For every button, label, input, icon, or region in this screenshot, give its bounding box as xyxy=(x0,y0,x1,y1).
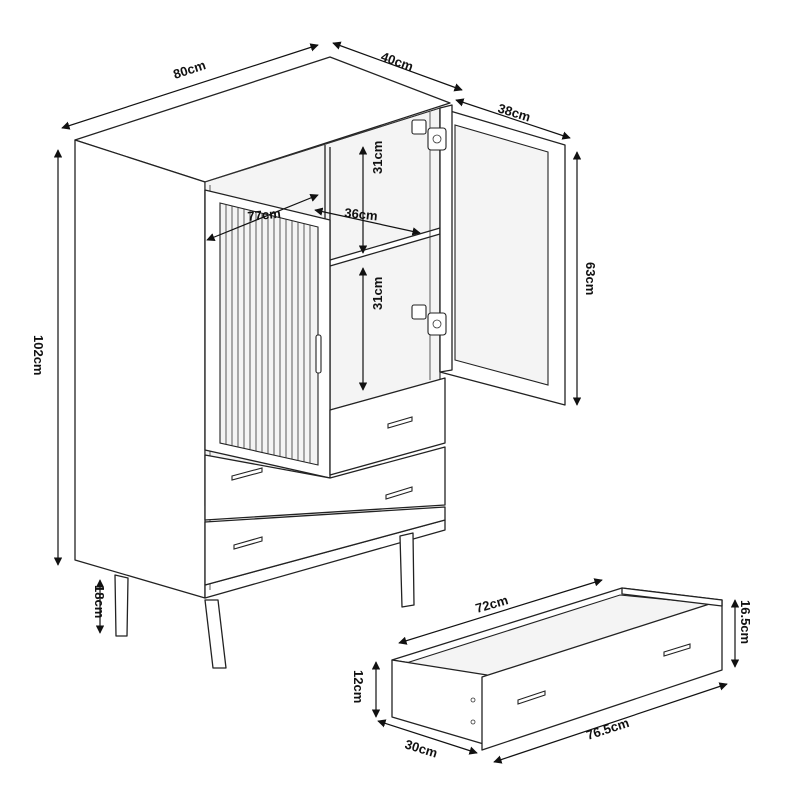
label-drawer-front-height: 16.5cm xyxy=(738,600,753,644)
right-door-edge xyxy=(439,104,453,373)
dim-line-77cm xyxy=(206,193,319,242)
drawer-back-handle xyxy=(663,643,691,657)
bottom-drawer xyxy=(204,506,446,586)
label-lower-compartment-height: 31cm xyxy=(370,277,385,310)
fluted-glass xyxy=(225,204,311,463)
drawer-detail xyxy=(391,587,723,751)
label-door-height: 63cm xyxy=(583,262,598,295)
dimension-lines xyxy=(53,41,740,764)
middle-drawer-handle-right xyxy=(385,486,413,500)
label-shelf-depth: 36cm xyxy=(344,205,379,223)
hinge-bottom xyxy=(411,304,447,336)
bottom-drawer-handle xyxy=(233,536,263,550)
label-drawer-depth: 30cm xyxy=(403,737,439,761)
middle-drawer xyxy=(204,446,446,521)
label-upper-compartment-height: 31cm xyxy=(370,141,385,174)
label-cabinet-height: 102cm xyxy=(31,335,46,375)
dim-line-72cm xyxy=(398,578,603,645)
leg-front-left xyxy=(204,599,227,669)
front-top-edge xyxy=(204,107,441,183)
left-door-handle xyxy=(315,334,322,374)
leg-back-left xyxy=(114,574,129,637)
cabinet xyxy=(74,56,566,669)
dim-line-30cm xyxy=(377,719,478,755)
label-inner-width: 77cm xyxy=(247,206,282,224)
label-drawer-inner-height: 12cm xyxy=(351,670,366,703)
dim-line-80cm xyxy=(61,43,319,130)
left-door-panel xyxy=(219,202,319,466)
dim-line-76-5cm xyxy=(493,682,728,764)
hinge-top xyxy=(411,119,447,151)
cabinet-left-side xyxy=(74,139,206,599)
label-door-width: 38cm xyxy=(496,101,532,125)
drawer-right-side xyxy=(621,587,723,607)
leg-front-right xyxy=(399,532,415,608)
drawer-side xyxy=(391,659,488,746)
dim-line-40cm xyxy=(332,41,463,92)
dim-line-38cm xyxy=(455,98,571,140)
label-drawer-front-width: 76.5cm xyxy=(584,715,631,743)
upper-drawer-handle xyxy=(387,416,413,429)
dim-line-36cm xyxy=(314,207,421,236)
label-cabinet-width: 80cm xyxy=(171,57,207,82)
drawer-screw xyxy=(470,697,476,703)
right-door-glass xyxy=(454,124,549,386)
label-drawer-length: 72cm xyxy=(474,592,510,616)
label-cabinet-depth: 40cm xyxy=(379,49,415,74)
middle-drawer-handle-left xyxy=(231,467,263,481)
label-leg-height: 18cm xyxy=(92,585,107,618)
